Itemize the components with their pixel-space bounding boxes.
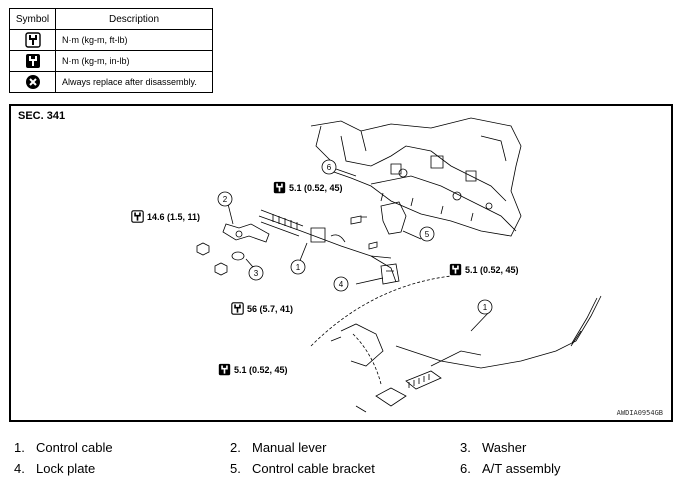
- svg-text:1: 1: [483, 303, 488, 312]
- callout-1: 1: [290, 259, 306, 275]
- torque-wrench-in-icon: [218, 363, 231, 376]
- torque-spec-cable-bolt: 5.1 (0.52, 45): [218, 363, 288, 376]
- part-name: A/T assembly: [482, 461, 561, 476]
- part-number: 3.: [460, 440, 471, 455]
- legend-header-row: Symbol Description: [9, 8, 213, 30]
- list-item: 4. Lock plate: [14, 461, 95, 476]
- diagram-frame: SEC. 341 14.6 (1.5, 11) 5.1 (0.52, 45) 5…: [9, 104, 673, 422]
- control-cable-lower-drawing: [310, 275, 602, 413]
- list-item: 1. Control cable: [14, 440, 113, 455]
- list-item: 6. A/T assembly: [460, 461, 561, 476]
- part-name: Washer: [482, 440, 527, 455]
- svg-text:6: 6: [327, 163, 332, 172]
- control-cable-bracket-drawing: [380, 201, 407, 235]
- callout-6: 6: [321, 159, 337, 175]
- svg-text:2: 2: [223, 195, 228, 204]
- part-number: 5.: [230, 461, 241, 476]
- part-number: 6.: [460, 461, 471, 476]
- callout-4: 4: [333, 276, 349, 292]
- part-name: Lock plate: [36, 461, 96, 476]
- callout-1: 1: [477, 299, 493, 315]
- torque-wrench-icon: [9, 29, 56, 51]
- section-label: SEC. 341: [18, 110, 66, 122]
- torque-value: 5.1 (0.52, 45): [234, 364, 288, 375]
- torque-wrench-in-icon: [449, 263, 462, 276]
- legend-row: N·m (kg-m, in-lb): [9, 50, 213, 72]
- torque-value: 5.1 (0.52, 45): [465, 264, 519, 275]
- control-cable-upper-drawing: [258, 209, 397, 283]
- legend-text: N·m (kg-m, in-lb): [55, 50, 213, 72]
- callout-2: 2: [217, 191, 233, 207]
- list-item: 2. Manual lever: [230, 440, 326, 455]
- callout-layer: 6 2 5 1 3 4 1: [217, 159, 493, 315]
- part-number: 2.: [230, 440, 241, 455]
- legend-text: Always replace after disassembly.: [55, 71, 213, 93]
- legend-header-symbol: Symbol: [9, 8, 56, 30]
- washer-drawing: [231, 251, 245, 261]
- figure-id: AWDIA0954GB: [616, 409, 663, 417]
- torque-wrench-icon: [231, 302, 244, 315]
- exploded-view-drawing: [196, 117, 602, 413]
- legend-row: N·m (kg-m, ft-lb): [9, 29, 213, 51]
- torque-wrench-in-icon: [9, 50, 56, 72]
- torque-wrench-icon: [131, 210, 144, 223]
- torque-value: 5.1 (0.52, 45): [289, 182, 343, 193]
- list-item: 3. Washer: [460, 440, 526, 455]
- torque-value: 14.6 (1.5, 11): [147, 211, 201, 222]
- torque-wrench-in-icon: [273, 181, 286, 194]
- list-item: 5. Control cable bracket: [230, 461, 375, 476]
- symbol-legend-table: Symbol Description N·m (kg-m, ft-lb) N·m…: [9, 8, 213, 93]
- svg-text:3: 3: [254, 269, 259, 278]
- svg-text:5: 5: [425, 230, 430, 239]
- nut-drawing: [196, 242, 210, 256]
- part-name: Manual lever: [252, 440, 327, 455]
- legend-header-description: Description: [55, 8, 213, 30]
- torque-value: 56 (5.7, 41): [247, 303, 294, 314]
- legend-row: Always replace after disassembly.: [9, 71, 213, 93]
- always-replace-icon: [9, 71, 56, 93]
- part-number: 4.: [14, 461, 25, 476]
- legend-text: N·m (kg-m, ft-lb): [55, 29, 213, 51]
- part-name: Control cable bracket: [252, 461, 375, 476]
- callout-5: 5: [419, 226, 435, 242]
- torque-spec-bracket-bolt-lower: 5.1 (0.52, 45): [449, 263, 519, 276]
- svg-text:1: 1: [296, 263, 301, 272]
- torque-spec-lever-nut: 14.6 (1.5, 11): [131, 210, 200, 223]
- part-name: Control cable: [36, 440, 113, 455]
- manual-lever-drawing: [222, 223, 270, 243]
- torque-spec-bracket-bolt-upper: 5.1 (0.52, 45): [273, 181, 343, 194]
- part-number: 1.: [14, 440, 25, 455]
- torque-spec-lock-nut: 56 (5.7, 41): [231, 302, 293, 315]
- callout-3: 3: [248, 265, 264, 281]
- svg-text:4: 4: [339, 280, 344, 289]
- at-assembly-drawing: [310, 117, 522, 237]
